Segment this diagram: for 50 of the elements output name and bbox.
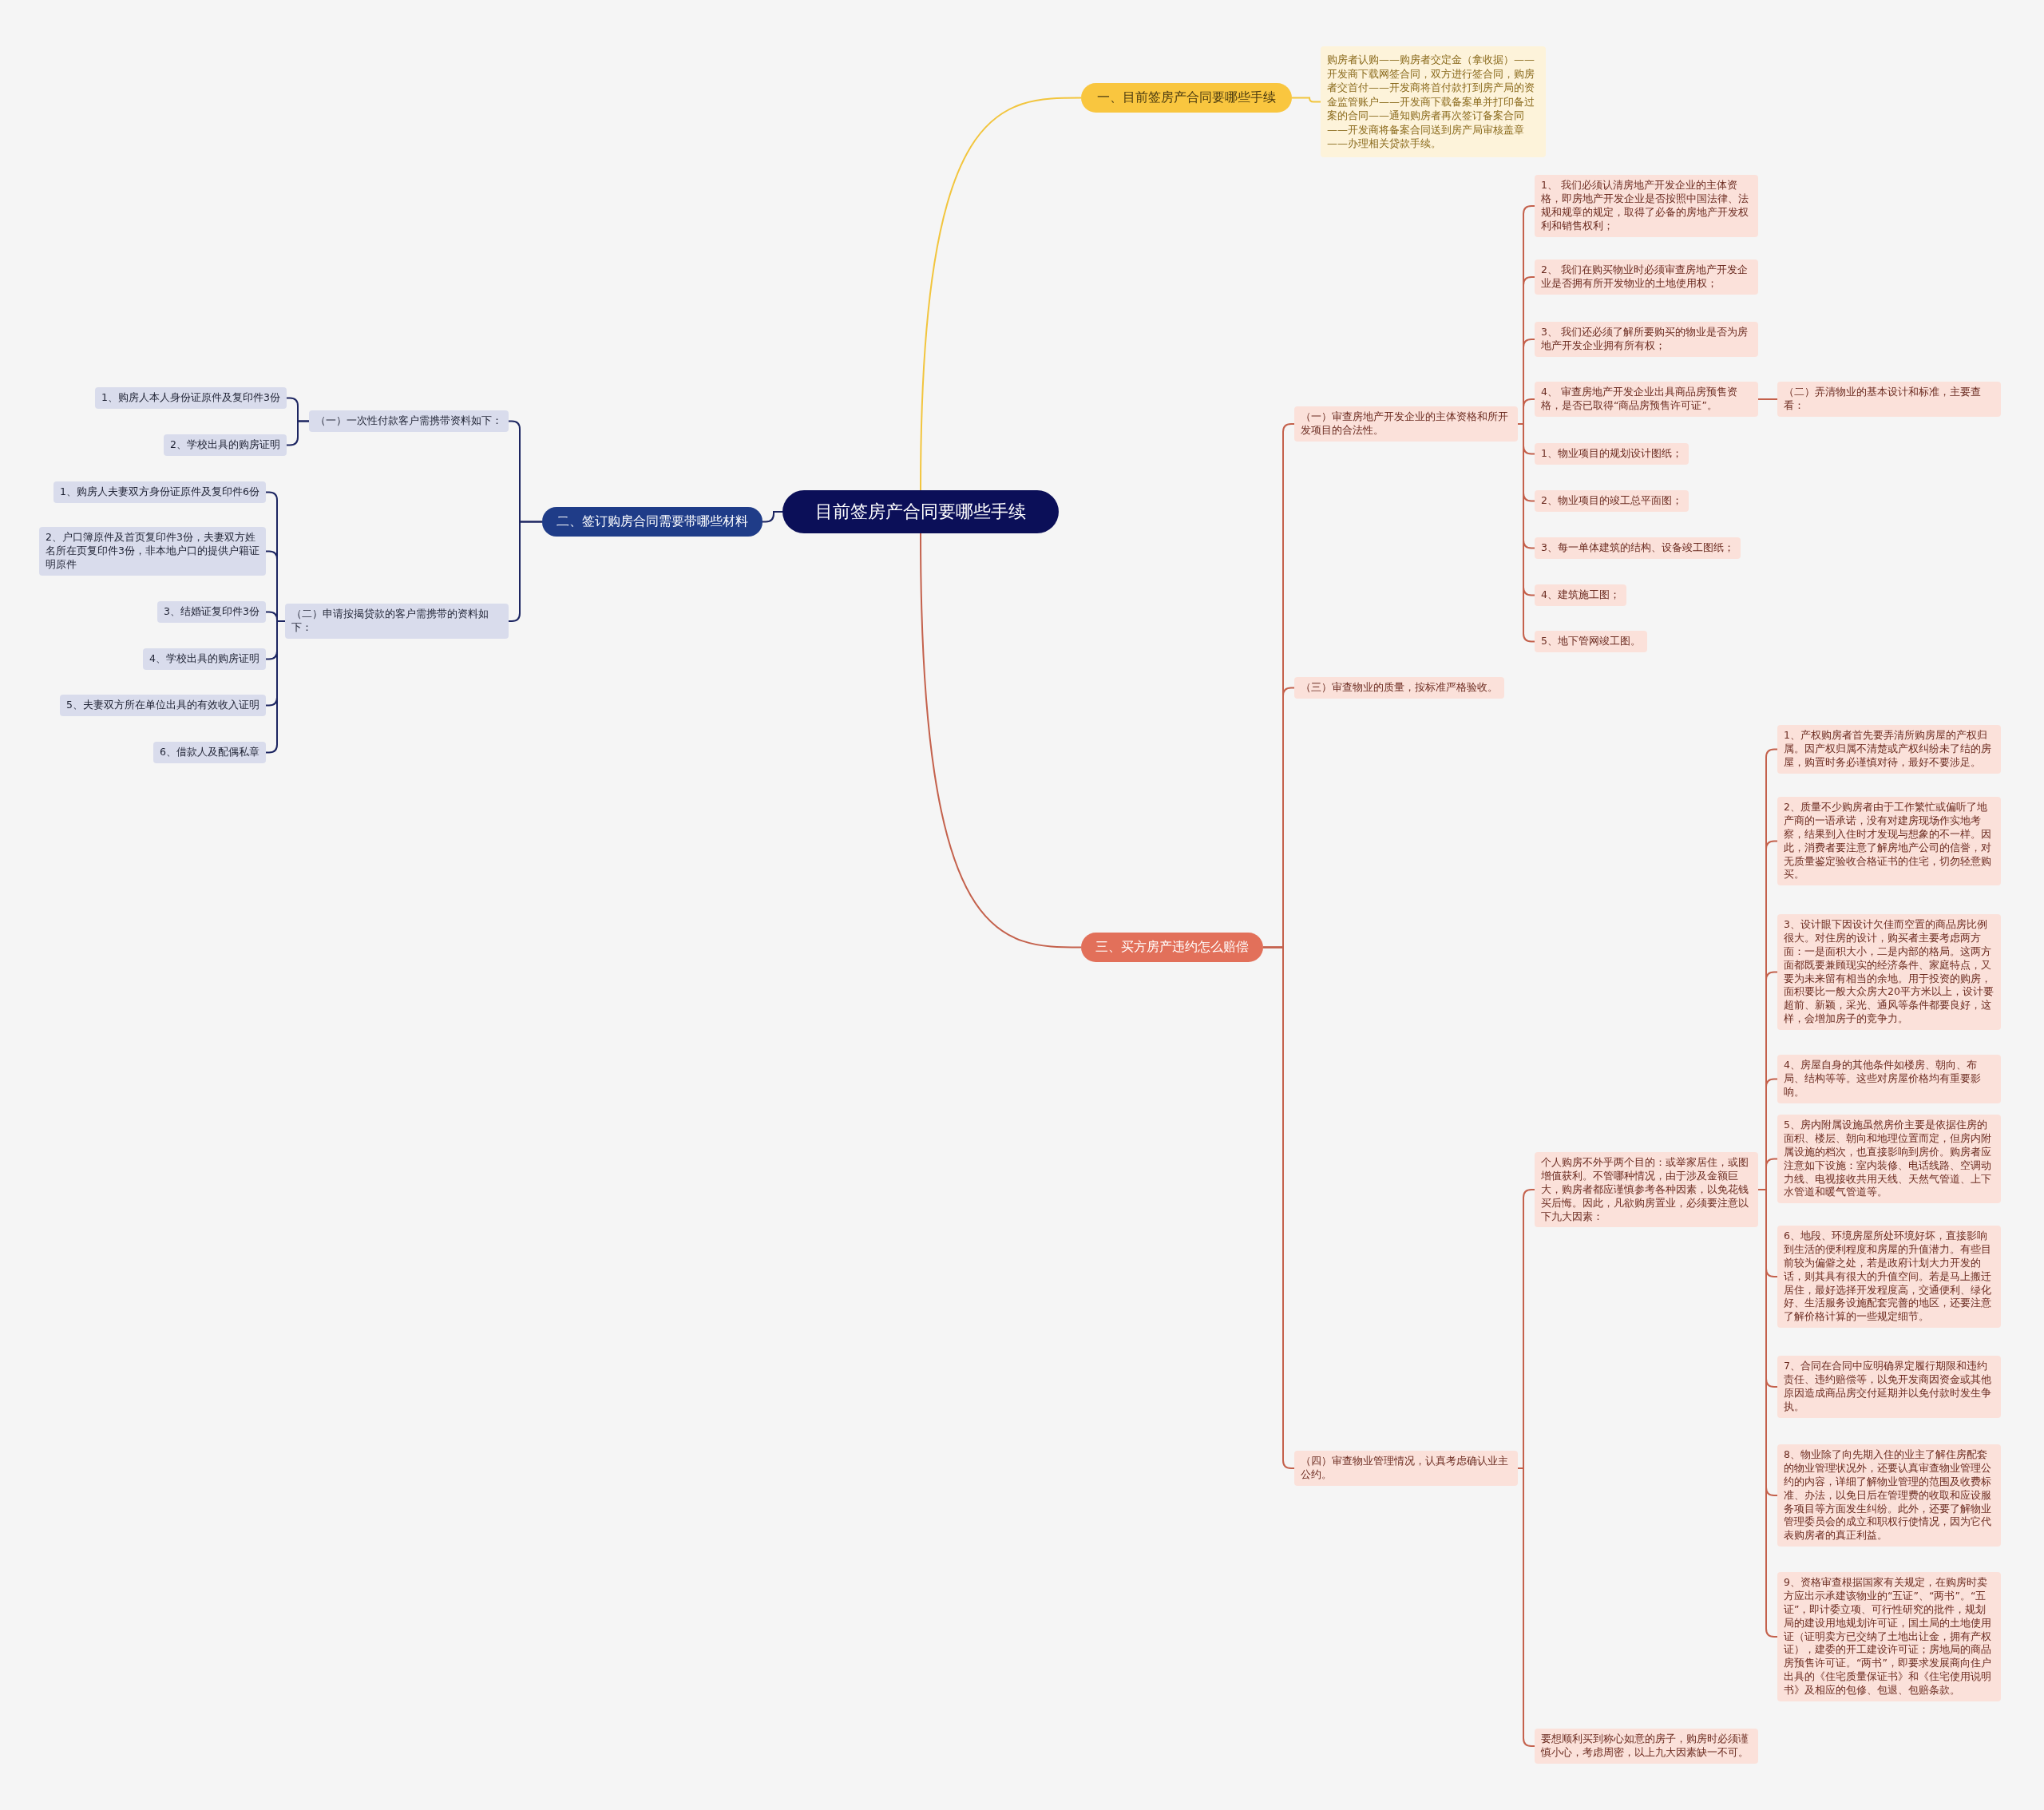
connector-line [1291,97,1321,103]
note-box: 购房者认购——购房者交定金（拿收据）——开发商下载网签合同，双方进行签合同，购房者交首付——开发商将首付款打到房产局的资金监管账户——开发商下载备案单并打印备过案的合同——通知购房者再次签订备案合同——开发商将备案合同送到房产局审核盖章——办理相关贷款手续。 [1321,46,1546,157]
connector-line [920,533,1082,949]
subtopic-box: （四）审查物业管理情况，认真考虑确认业主公约。 [1294,1451,1518,1486]
connector-line [1517,1467,1535,1747]
subtopic-box: 1、 我们必须认清房地产开发企业的主体资格，即房地产开发企业是否按照中国法律、法规和规章的规定，取得了必备的房地产开发权利和销售权利； [1535,175,1758,237]
subtopic-box: 2、户口簿原件及首页复印件3份，夫妻双方姓名所在页复印件3份，非本地户口的提供户籍证明原件 [39,527,266,576]
subtopic-box: 个人购房不外乎两个目的：或举家居住，或图增值获利。不管哪种情况，由于涉及金额巨大，购房者都应谨慎参考各种因素，以免花钱买后悔。因此，凡欲购房置业，必须要注意以下九大因素： [1535,1152,1758,1228]
connector-line [265,620,286,754]
subtopic-box: 4、 审查房地产开发企业出具商品房预售资格，是否已取得“商品房预售许可证”。 [1535,382,1758,417]
subtopic-box: 6、地段、环境房屋所处环境好坏，直接影响到生活的便利程度和房屋的升值潜力。有些目前较为偏僻之处，若是政府计划大力开发的话，则其具有很大的升值空间。若是马上搬迁居住，最好选择开发程度高，交通便利、绿化好、生活服务设施配套完善的地区，还要注意了解价格计算的一些规定细节。 [1777,1226,2001,1329]
subtopic-box: 3、每一单体建筑的结构、设备竣工图纸； [1535,537,1741,559]
subtopic-box: 1、产权购房者首先要弄清所购房屋的产权归属。因产权归属不清楚或产权纠纷未了结的房屋，购置时务必谨慎对待，最好不要涉足。 [1777,725,2001,774]
subtopic-box: 5、地下管网竣工图。 [1535,631,1647,652]
subtopic-box: 1、购房人本人身份证原件及复印件3份 [95,387,287,409]
subtopic-box: 5、夫妻双方所在单位出具的有效收入证明 [60,695,266,716]
subtopic-box: 3、设计眼下因设计欠佳而空置的商品房比例很大。对住房的设计，购买者主要考虑两方面：一是面积大小，二是内部的格局。这两方面都既要兼顾现实的经济条件、家庭特点，又要为未来留有相当的余地。用于投资的购房，面积要比一般大众房大20平方米以上，设计要超前、新颖，采光、通风等条件都要良好，这样，会增加房子的竞争力。 [1777,914,2001,1030]
subtopic-box: 1、物业项目的规划设计图纸； [1535,443,1689,465]
subtopic-box: 4、学校出具的购房证明 [143,648,266,670]
subtopic-box: 1、购房人夫妻双方身份证原件及复印件6份 [53,481,266,503]
subtopic-box: （一）一次性付款客户需携带资料如下： [309,410,509,432]
subtopic-box: （一）审查房地产开发企业的主体资格和所开发项目的合法性。 [1294,406,1518,442]
subtopic-box: 3、 我们还必须了解所要购买的物业是否为房地产开发企业拥有所有权； [1535,322,1758,357]
subtopic-box: 5、房内附属设施虽然房价主要是依据住房的面积、楼层、朝向和地理位置而定，但房内附属设施的档次，也直接影响到房价。购房者应注意如下设施：室内装修、电话线路、空调动力线、电视接收共用天线、天然气管道、上下水管道和暖气管道等。 [1777,1115,2001,1204]
subtopic-box: 要想顺利买到称心如意的房子，购房时必须谨慎小心，考虑周密，以上九大因素缺一不可。 [1535,1729,1758,1764]
subtopic-box: 4、建筑施工图； [1535,584,1626,606]
connector-line [762,511,783,523]
subtopic-box: （二）申请按揭贷款的客户需携带的资料如下： [285,604,509,639]
subtopic-box: 2、物业项目的竣工总平面图； [1535,490,1689,512]
subtopic-box: 6、借款人及配偶私章 [153,742,266,763]
connector-line [920,97,1082,491]
subtopic-box: 2、质量不少购房者由于工作繁忙或偏听了地产商的一语承诺，没有对建房现场作实地考察，结果到入住时才发现与想象的不一样。因此，消费者要注意了解房地产公司的信誉，对无质量鉴定验收合格证书的住宅，切勿轻意购买。 [1777,797,2001,886]
subtopic-box: 2、 我们在购买物业时必须审查房地产开发企业是否拥有所开发物业的土地使用权； [1535,259,1758,295]
subtopic-box: 8、物业除了向先期入住的业主了解住房配套的物业管理状况外，还要认真审查物业管理公约的内容，详细了解物业管理的范围及收费标准、办法，以免日后在管理费的收取和应设服务项目等方面发生纠纷。此外，还要了解物业管理委员会的成立和职权行使情况，因为它代表购房者的真正利益。 [1777,1444,2001,1547]
subtopic-box: 4、房屋自身的其他条件如楼房、朝向、布局、结构等等。这些对房屋价格均有重要影响。 [1777,1055,2001,1103]
connector-line [508,521,543,622]
connector-line [1757,398,1778,400]
subtopic-box: 3、结婚证复印件3份 [157,601,266,623]
subtopic-box: （三）审查物业的质量，按标准严格验收。 [1294,677,1504,699]
branch-topic: 一、目前签房产合同要哪些手续 [1081,83,1292,113]
branch-topic: 二、签订购房合同需要带哪些材料 [542,507,763,537]
connector-line [1262,946,1295,1469]
subtopic-box: （二）弄清物业的基本设计和标准，主要查看： [1777,382,2001,417]
connector-line [1517,423,1535,643]
central-topic: 目前签房产合同要哪些手续 [782,490,1059,533]
connector-line [286,420,310,446]
subtopic-box: 7、合同在合同中应明确界定履行期限和违约责任、违约赔偿等，以免开发商因资金或其他原因造成商品房交付延期并以免付款时发生争执。 [1777,1356,2001,1418]
subtopic-box: 2、学校出具的购房证明 [164,434,287,456]
branch-topic: 三、买方房产违约怎么赔偿 [1081,933,1263,962]
subtopic-box: 9、资格审查根据国家有关规定，在购房时卖方应出示承建该物业的“五证”、“两书”。“五证”，即计委立项、可行性研究的批件，规划局的建设用地规划许可证，国土局的土地使用证（证明卖方已交纳了土地出让金，拥有产权证），建委的开工建设许可证；房地局的商品房预售许可证。“两书”，即要求发展商向住户出具的《住宅质量保证书》和《住宅使用说明书》及相应的包修、包退、包赔条款。 [1777,1572,2001,1701]
